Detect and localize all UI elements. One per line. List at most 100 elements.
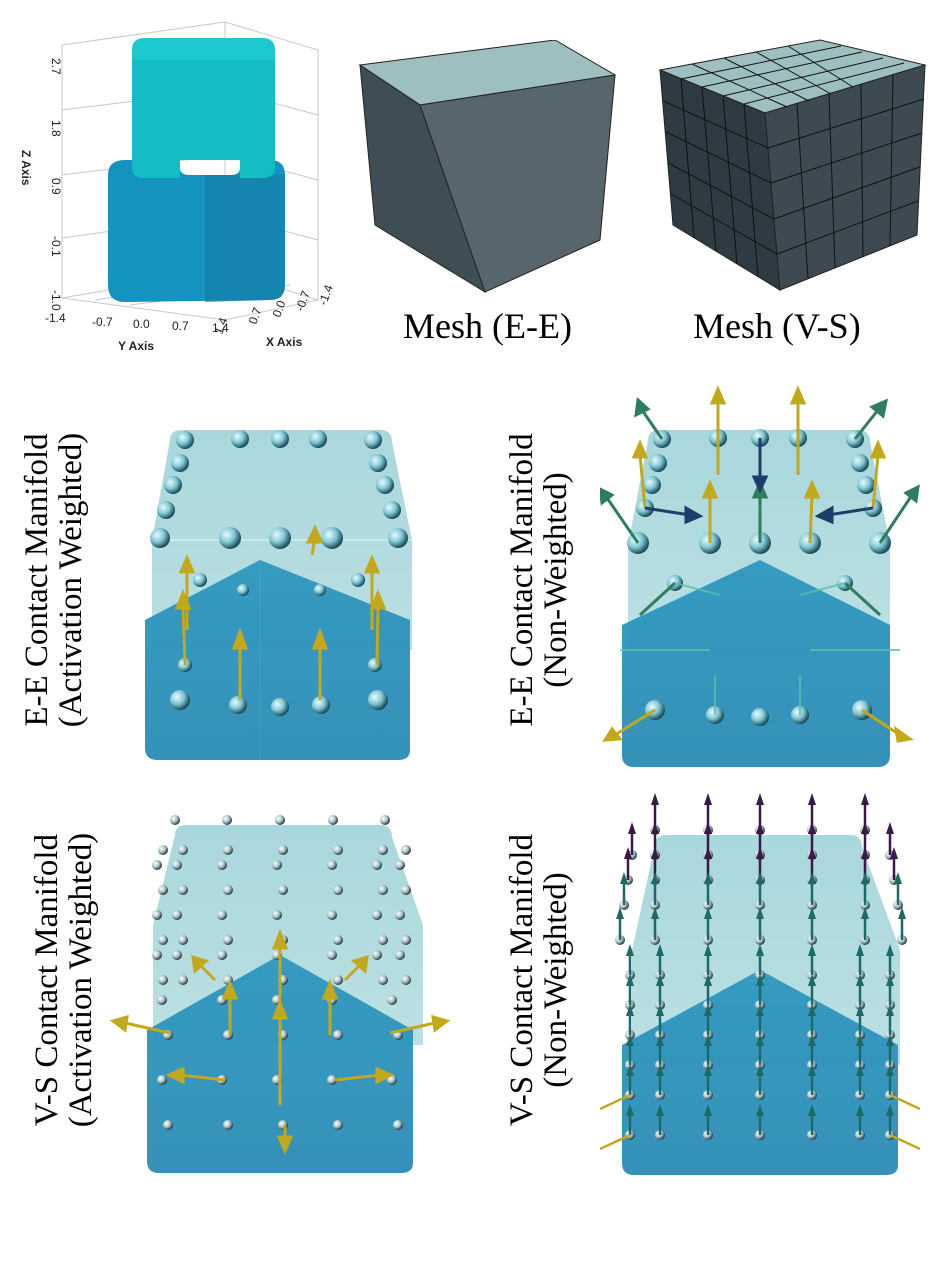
contact-point-sphere xyxy=(178,935,188,945)
row1-left-label-line2: (Activation Weighted) xyxy=(53,432,89,728)
contact-normal-arrowhead xyxy=(756,1104,764,1116)
y-tick-3: 0.0 xyxy=(133,317,150,331)
x-axis-title: X Axis xyxy=(266,335,303,349)
contact-point-sphere xyxy=(395,910,405,920)
contact-normal-arrowhead xyxy=(861,822,869,834)
contact-normal-arrowhead xyxy=(756,1034,764,1046)
mesh-vs-grid xyxy=(662,45,925,280)
contact-normal-arrowhead xyxy=(704,793,712,805)
contact-point-sphere xyxy=(372,860,382,870)
mesh-ee-right-face xyxy=(419,74,616,293)
contact-normal-arrowhead xyxy=(808,974,816,986)
contact-normal-arrowhead xyxy=(704,1104,712,1116)
contact-point-sphere xyxy=(395,950,405,960)
x-tick-1: 1.4 xyxy=(212,315,231,336)
contact-point-sphere xyxy=(401,935,411,945)
contact-point-sphere xyxy=(223,935,233,945)
contact-point-sphere xyxy=(333,885,343,895)
contact-point-sphere xyxy=(275,815,285,825)
contact-normal-arrow xyxy=(889,1093,921,1111)
mesh-ee-cube xyxy=(358,40,617,294)
contact-point-sphere xyxy=(272,860,282,870)
contact-point-sphere xyxy=(172,860,182,870)
contact-point-sphere xyxy=(378,935,388,945)
contact-point-sphere xyxy=(152,910,162,920)
contact-point-sphere xyxy=(272,910,282,920)
contact-normal-arrowhead xyxy=(886,1004,894,1016)
upper-box xyxy=(132,38,275,178)
y-tick-5: 1.4 xyxy=(212,321,229,335)
contact-point-sphere xyxy=(401,975,411,985)
vs-weighted-arrows xyxy=(109,928,451,1155)
mesh-ee-caption: Mesh (E-E) xyxy=(403,306,572,346)
contact-point-sphere xyxy=(328,815,338,825)
contact-normal-arrowhead xyxy=(756,793,764,805)
contact-point-sphere xyxy=(380,815,390,825)
contact-normal-arrowhead xyxy=(704,974,712,986)
contact-point-sphere xyxy=(333,1120,343,1130)
row1-right-label: E-E Contact Manifold (Non-Weighted) xyxy=(504,420,575,740)
contact-normal-arrowhead xyxy=(651,907,659,919)
contact-normal-arrowhead xyxy=(856,1034,864,1046)
contact-normal-arrowhead xyxy=(656,1104,664,1116)
row2-left-label-line2: (Activation Weighted) xyxy=(63,832,99,1128)
contact-normal-arrowhead xyxy=(704,944,712,956)
contact-normal-arrowhead xyxy=(626,944,634,956)
row2-left-label: V-S Contact Manifold (Activation Weighte… xyxy=(29,810,100,1150)
y-axis-title: Y Axis xyxy=(118,339,154,353)
contact-normal-arrowhead xyxy=(808,872,816,884)
lower-box xyxy=(108,160,285,302)
row2-right-label: V-S Contact Manifold (Non-Weighted) xyxy=(504,820,575,1140)
contact-normal-arrowhead xyxy=(626,1034,634,1046)
contact-normal-arrowhead xyxy=(808,907,816,919)
row1-right-label-line1: E-E Contact Manifold xyxy=(504,433,540,727)
contact-point-sphere xyxy=(327,860,337,870)
contact-point-sphere xyxy=(158,935,168,945)
contact-point-sphere xyxy=(378,845,388,855)
contact-point-sphere xyxy=(157,1075,167,1085)
contact-normal-arrowhead xyxy=(651,822,659,834)
contact-point-sphere xyxy=(152,950,162,960)
contact-normal-arrowhead xyxy=(808,793,816,805)
contact-normal-arrowhead xyxy=(620,872,628,884)
contact-point-sphere xyxy=(401,885,411,895)
contact-point-sphere xyxy=(333,975,343,985)
ee-nonweighted-lower-box xyxy=(622,560,890,767)
ee-weighted-scene xyxy=(145,430,412,760)
contact-point-sphere xyxy=(395,860,405,870)
ee-weighted-lower-box xyxy=(145,560,410,760)
z-tick-2: 1.8 xyxy=(49,120,63,137)
contact-normal-arrowhead xyxy=(886,1064,894,1076)
ee-nonweighted-arrows-yellow xyxy=(602,385,914,743)
contact-normal-arrowhead xyxy=(651,872,659,884)
contact-point-sphere xyxy=(157,995,167,1005)
contact-normal-arrow xyxy=(600,1133,631,1151)
vs-weighted-spheres xyxy=(152,815,411,1130)
contact-normal-arrowhead xyxy=(756,822,764,834)
mesh-vs-cube xyxy=(658,39,927,291)
contact-point-sphere xyxy=(401,845,411,855)
y-tick-1: -1.4 xyxy=(45,311,66,325)
contact-point-sphere xyxy=(372,950,382,960)
contact-point-sphere xyxy=(223,1120,233,1130)
contact-point-sphere xyxy=(327,950,337,960)
y-tick-2: -0.7 xyxy=(92,315,113,329)
contact-point-sphere xyxy=(178,885,188,895)
row1-left-label: E-E Contact Manifold (Activation Weighte… xyxy=(19,420,90,740)
contact-normal-arrowhead xyxy=(808,822,816,834)
contact-normal-arrowhead xyxy=(898,907,906,919)
z-tick-5: -1.0 xyxy=(49,290,63,311)
contact-normal-arrowhead xyxy=(856,1104,864,1116)
y-tick-4: 0.7 xyxy=(172,319,189,333)
ee-nonweighted-arrows-green xyxy=(600,396,920,617)
contact-normal-arrowhead xyxy=(886,1034,894,1046)
contact-normal-arrowhead xyxy=(704,1034,712,1046)
contact-normal-arrowhead xyxy=(626,974,634,986)
contact-normal-arrowhead xyxy=(756,944,764,956)
contact-normal-arrowhead xyxy=(890,847,898,859)
x-tick-5: -1.4 xyxy=(316,283,336,308)
contact-point-sphere xyxy=(387,995,397,1005)
contact-normal-arrowhead xyxy=(626,1004,634,1016)
contact-point-sphere xyxy=(217,950,227,960)
contact-point-sphere xyxy=(278,885,288,895)
